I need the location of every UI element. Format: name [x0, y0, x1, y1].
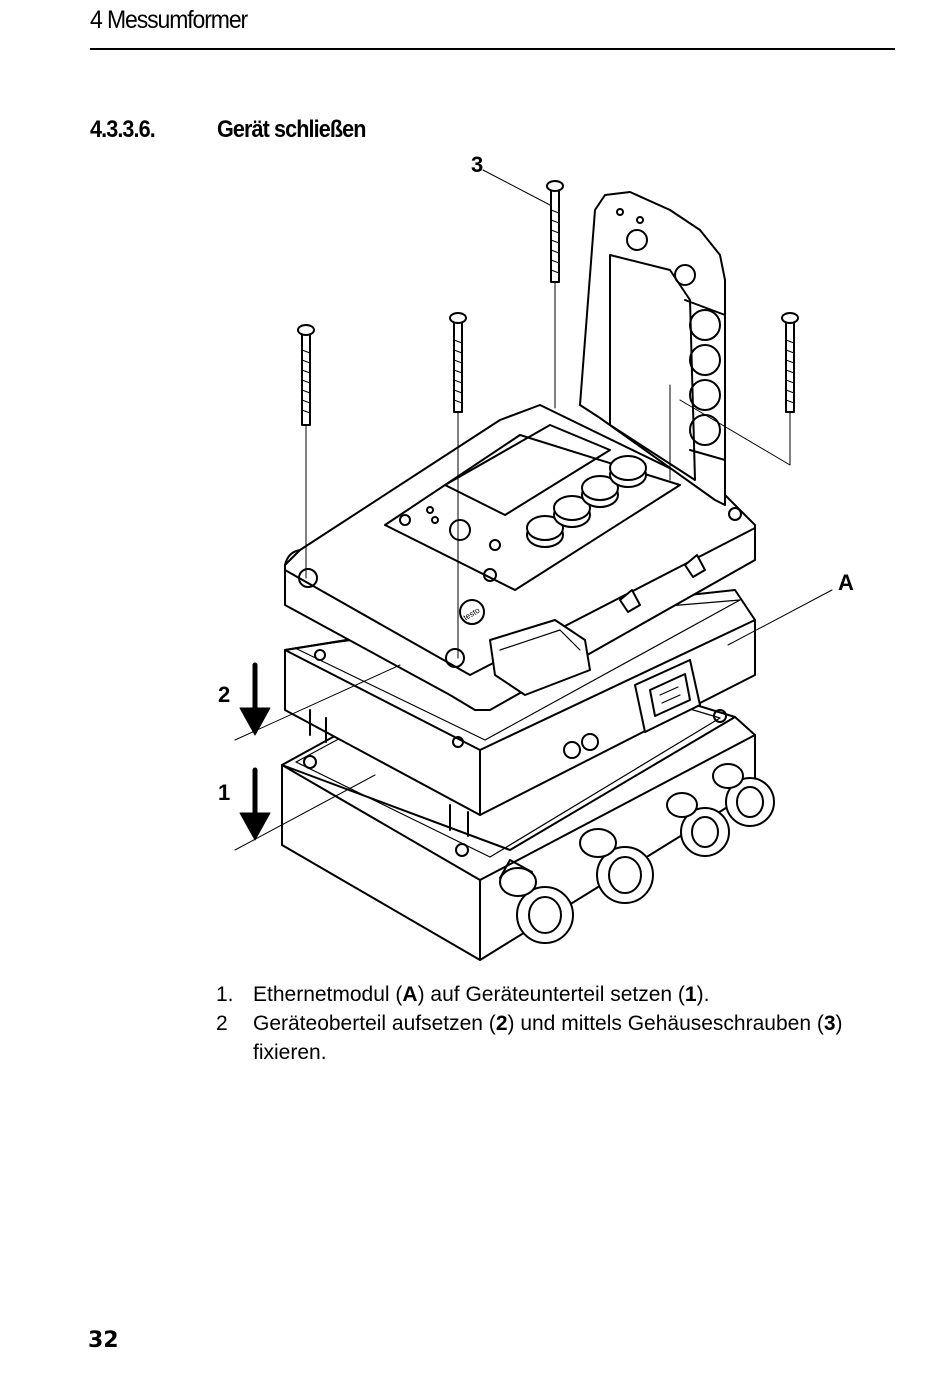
section-number: 4.3.3.6. — [90, 116, 156, 143]
page-number: 32 — [88, 1328, 119, 1353]
cable-gland — [666, 792, 730, 857]
callout-screws: 3 — [471, 152, 483, 177]
step-text: Geräteoberteil aufsetzen (2) und mittels… — [253, 1012, 843, 1064]
top-cover — [284, 404, 756, 711]
cable-gland — [499, 859, 574, 944]
connector-caps — [526, 455, 647, 548]
list-item: 1. Ethernetmodul (A) auf Geräteunterteil… — [216, 980, 906, 1009]
housing-screw — [781, 312, 799, 413]
arrow-down-icon — [239, 767, 271, 841]
housing-screw — [449, 312, 467, 413]
chapter-header: 4 Messumformer — [90, 6, 248, 34]
instruction-list: 1. Ethernetmodul (A) auf Geräteunterteil… — [216, 980, 906, 1067]
housing-screw — [546, 180, 564, 283]
section-title: Gerät schließen — [217, 116, 366, 143]
arrow-down-icon — [239, 662, 271, 736]
step-number: 1. — [216, 983, 234, 1006]
display-window — [444, 424, 611, 516]
callout-module: A — [838, 570, 854, 595]
leader-lines — [234, 169, 833, 851]
step-text: Ethernetmodul (A) auf Geräteunterteil se… — [253, 983, 710, 1006]
header-rule — [90, 48, 895, 50]
cable-gland — [712, 763, 775, 827]
screw-guide-lines — [305, 281, 791, 659]
housing-screw — [297, 324, 315, 426]
callout-step-2: 2 — [218, 682, 230, 707]
ethernet-port — [634, 659, 701, 733]
list-item: 2 Geräteoberteil aufsetzen (2) und mitte… — [216, 1009, 906, 1067]
hinged-flap — [579, 191, 726, 506]
cable-gland — [579, 828, 654, 904]
callout-step-1: 1 — [218, 780, 230, 805]
step-number: 2 — [216, 1012, 228, 1035]
device-assembly-diagram: 3 A 2 1 testo — [218, 152, 854, 961]
